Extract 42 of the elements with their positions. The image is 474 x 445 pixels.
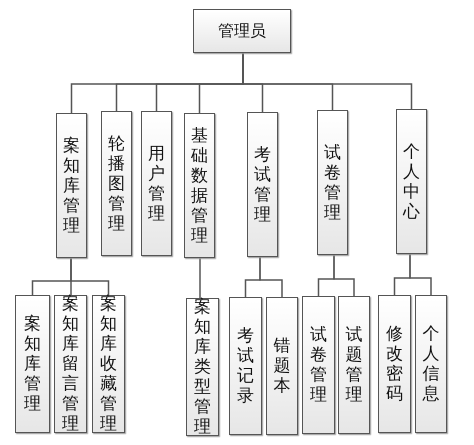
node-box — [266, 297, 298, 435]
node-box — [92, 295, 125, 433]
node-label: 案知库留言管理 — [62, 294, 80, 434]
node-box — [247, 112, 278, 257]
node-label: 试题管理 — [345, 325, 363, 405]
node-box — [415, 295, 447, 433]
node-label: 轮播图管理 — [108, 134, 126, 234]
node-box — [378, 295, 411, 433]
node-label: 案知库管理 — [62, 136, 80, 236]
node-box — [193, 9, 291, 53]
node-label: 修改密码 — [386, 324, 404, 404]
node-label: 管理员 — [218, 20, 266, 42]
node-label: 试卷管理 — [324, 142, 342, 222]
connector-line — [70, 258, 110, 295]
node-label: 个人信息 — [422, 324, 440, 404]
node-box — [338, 296, 370, 434]
connector-line — [333, 255, 355, 296]
node-box — [317, 110, 348, 255]
node-box — [302, 296, 335, 434]
node-box — [229, 297, 262, 435]
node-label: 案知库管理 — [24, 314, 42, 414]
connector-line — [199, 258, 201, 298]
node-label: 基础数据管理 — [190, 126, 208, 246]
connector-line — [259, 257, 283, 297]
node-label: 错题本 — [273, 336, 291, 396]
node-box — [56, 113, 87, 258]
connector-line — [242, 53, 412, 109]
node-label: 考试记录 — [236, 326, 254, 406]
node-box — [101, 111, 132, 256]
node-label: 用户管理 — [148, 144, 166, 224]
node-box — [15, 295, 50, 433]
node-box — [54, 295, 87, 433]
node-box — [141, 111, 172, 256]
node-label: 试卷管理 — [310, 325, 328, 405]
node-label: 案知库类型管理 — [194, 297, 212, 437]
node-label: 考试管理 — [254, 144, 272, 224]
node-box — [184, 113, 215, 258]
connector-line — [409, 254, 432, 295]
node-label: 个人中心 — [402, 142, 420, 222]
node-box — [186, 298, 219, 436]
node-box — [396, 109, 427, 254]
node-label: 案知库收藏管理 — [100, 294, 118, 434]
